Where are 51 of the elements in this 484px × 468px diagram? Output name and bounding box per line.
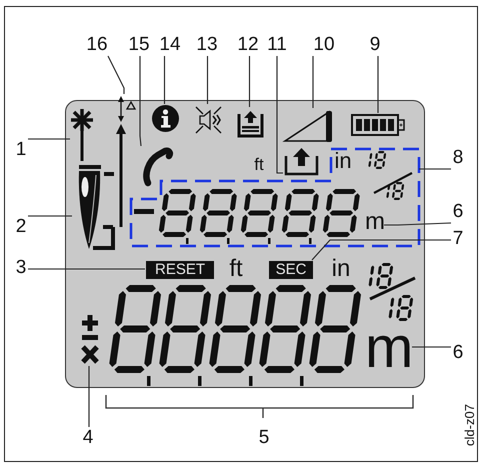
speaker-icon [194, 105, 223, 135]
info-icon [152, 105, 179, 132]
leader-line [108, 56, 125, 94]
unit-label: m [365, 209, 385, 235]
sec-indicator: SEC [269, 261, 313, 279]
leader-line [206, 56, 208, 104]
leader-line [412, 346, 451, 348]
triangle-icon [283, 109, 333, 143]
double-arrow-icon [115, 95, 137, 229]
callout-number: 6 [451, 201, 465, 223]
callout-number: 15 [128, 34, 150, 56]
leader-line [377, 56, 379, 113]
unit-label: ft [253, 156, 265, 174]
unit-label: ft [228, 257, 244, 281]
unit-label: m [365, 323, 413, 373]
callout-number: 9 [368, 34, 382, 56]
leader-line [248, 56, 250, 107]
leader-line [419, 168, 451, 170]
callout-number: 1 [14, 139, 28, 161]
callout-number: 5 [258, 427, 270, 449]
leader-line [384, 222, 452, 226]
callout-number: 6 [451, 342, 465, 364]
callout-number: 7 [451, 228, 465, 250]
leader-line [312, 56, 314, 108]
callout-number: 8 [451, 147, 465, 169]
callout-number: 16 [86, 34, 108, 56]
callout-number: 2 [14, 216, 28, 238]
unit-label: in [333, 150, 353, 172]
callout-number: 14 [159, 34, 181, 56]
dashed-frame [131, 148, 420, 247]
callout-number: 13 [196, 34, 218, 56]
tray-arrow-icon [284, 146, 319, 176]
battery-icon [351, 114, 407, 136]
leader-line [276, 56, 283, 174]
leader-line [88, 366, 90, 427]
reset-indicator: RESET [146, 261, 214, 279]
callout-number: 4 [81, 427, 95, 449]
callout-number: 10 [313, 34, 335, 56]
asterisk-icon [71, 109, 93, 161]
unit-label: in [330, 257, 352, 281]
callout-number: 3 [14, 257, 28, 279]
callout-number: 11 [266, 34, 288, 56]
leader-line [164, 56, 166, 104]
figure-code: cld-z07 [462, 403, 478, 448]
leader-line [28, 268, 145, 270]
leader-line [28, 138, 70, 140]
leader-line [28, 215, 72, 217]
leader-line [312, 239, 451, 260]
leader-line [139, 56, 142, 146]
callout-number: 12 [237, 34, 259, 56]
phone-icon [142, 147, 172, 187]
